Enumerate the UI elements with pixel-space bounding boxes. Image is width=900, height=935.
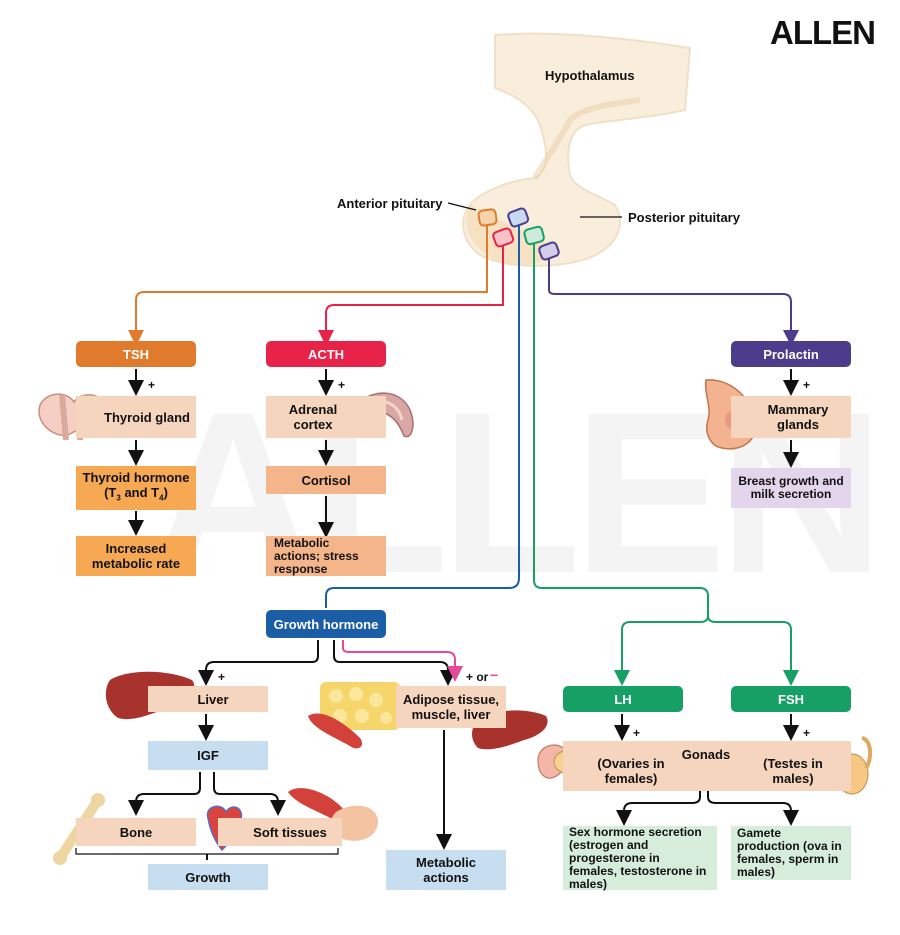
acth-path xyxy=(318,245,504,346)
allen-logo: ALLEN xyxy=(770,14,876,51)
thyroid-hormone-box: Thyroid hormone (T3 and T4) xyxy=(76,466,196,510)
bone-box: Bone xyxy=(76,818,196,846)
acth-box: ACTH xyxy=(266,341,386,367)
gh-plus-or: + or xyxy=(466,670,489,684)
gonads-box xyxy=(563,741,851,791)
thyroid-gland-box: Thyroid gland xyxy=(76,396,196,438)
gonads-label: Gonads xyxy=(681,747,731,762)
muscle-illustration-2 xyxy=(288,788,378,841)
fsh-box: FSH xyxy=(731,686,851,712)
prolactin-plus: + xyxy=(803,378,811,392)
fsh-plus: + xyxy=(803,726,811,740)
adipose-illustration xyxy=(320,682,400,730)
soft-tissues-box: Soft tissues xyxy=(218,818,342,846)
hypothalamus-label: Hypothalamus xyxy=(545,68,635,83)
prolactin-cell-1 xyxy=(507,207,530,228)
gh-minus: − xyxy=(490,667,499,683)
gamete-production-box: Gamete production (ova in females, sperm… xyxy=(731,826,851,880)
ovaries-label: (Ovaries in females) xyxy=(597,756,665,786)
gh-liver-plus: + xyxy=(218,670,226,684)
tsh-box: TSH xyxy=(76,341,196,367)
lh-plus: + xyxy=(633,726,641,740)
testes-label: (Testes in males) xyxy=(763,756,823,786)
prolactin-path xyxy=(548,258,799,346)
prolactin-cell-2 xyxy=(538,241,560,261)
thyroid-hormone-line1: Thyroid hormone xyxy=(82,470,190,486)
liver-box: Liver xyxy=(148,686,268,712)
gh-path xyxy=(325,225,520,608)
cortisol-box: Cortisol xyxy=(266,466,386,494)
igf-box: IGF xyxy=(148,741,268,770)
tsh-plus: + xyxy=(148,378,156,392)
acth-plus: + xyxy=(338,378,346,392)
mammary-glands-box: Mammary glands xyxy=(731,396,851,438)
thyroid-hormone-line2: (T3 and T4) xyxy=(104,485,168,503)
prolactin-box: Prolactin xyxy=(731,341,851,367)
growth-box: Growth xyxy=(148,864,268,890)
adipose-tissue-box: Adipose tissue, muscle, liver xyxy=(396,686,506,728)
acth-cell xyxy=(492,227,515,248)
lh-box: LH xyxy=(563,686,683,712)
fsh-path xyxy=(707,615,799,686)
adrenal-cortex-box: Adrenal cortex xyxy=(266,396,386,438)
lh-path xyxy=(533,243,709,686)
increased-metabolic-rate-box: Increased metabolic rate xyxy=(76,536,196,576)
muscle-illustration-1 xyxy=(308,713,363,749)
sex-hormone-secretion-box: Sex hormone secretion (estrogen and prog… xyxy=(563,825,717,890)
metabolic-actions-stress-box: Metabolic actions; stress response xyxy=(266,536,386,576)
metabolic-actions-box: Metabolic actions xyxy=(386,850,506,890)
anterior-pituitary-label: Anterior pituitary xyxy=(337,196,443,211)
posterior-pituitary-label: Posterior pituitary xyxy=(628,210,740,225)
growth-hormone-box: Growth hormone xyxy=(266,610,386,638)
tsh-path xyxy=(128,225,488,346)
gonadotropin-cell xyxy=(523,225,545,246)
breast-growth-box: Breast growth and milk secretion xyxy=(731,468,851,508)
tsh-cell xyxy=(477,208,498,227)
